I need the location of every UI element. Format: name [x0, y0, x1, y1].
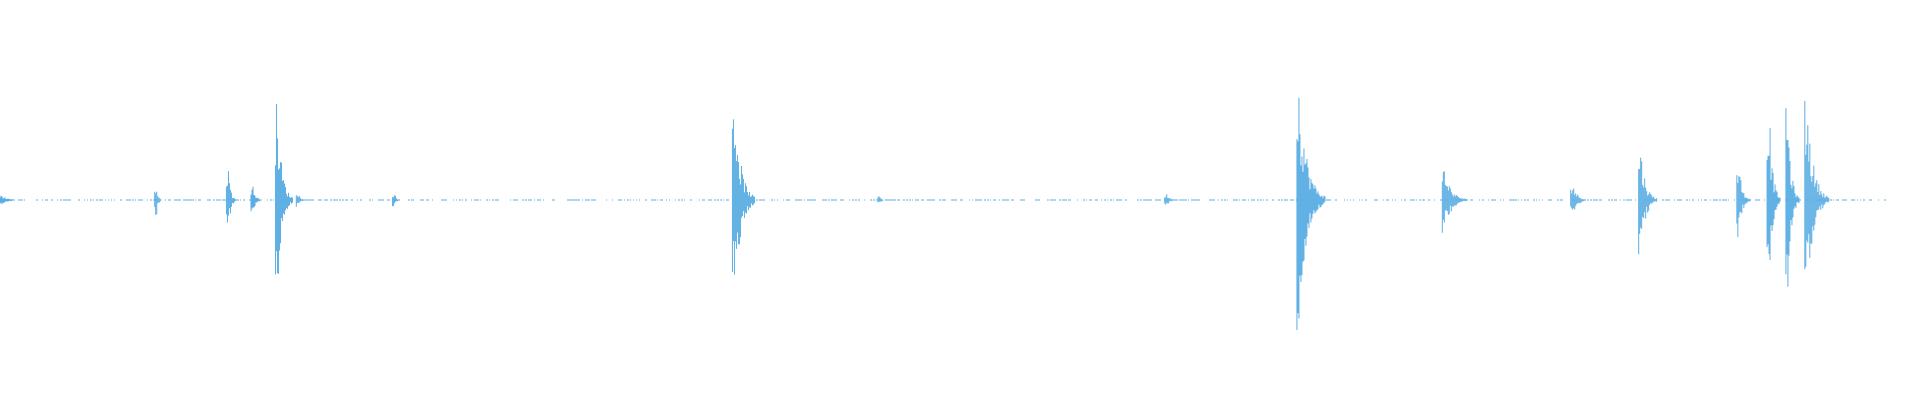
waveform-peak — [1766, 128, 1781, 261]
waveform-peak — [1804, 101, 1830, 270]
waveform-peak — [1638, 157, 1658, 255]
waveform-peak — [392, 195, 400, 207]
waveform-peak — [1570, 188, 1586, 210]
waveform-peak — [275, 103, 294, 275]
waveform-peak — [1441, 171, 1467, 233]
waveform-peak — [1736, 175, 1751, 238]
waveform-peak — [1164, 194, 1175, 205]
waveform-peak — [225, 171, 236, 223]
waveform-peak — [1785, 108, 1800, 287]
waveform-peak — [731, 119, 755, 275]
waveform-bars — [0, 97, 1830, 330]
waveform-peak — [154, 191, 162, 215]
waveform-peak — [250, 186, 261, 212]
waveform-peak — [295, 195, 304, 207]
waveform-peak — [877, 196, 884, 203]
waveform-peak — [0, 195, 13, 205]
waveform-peak — [1296, 97, 1326, 330]
